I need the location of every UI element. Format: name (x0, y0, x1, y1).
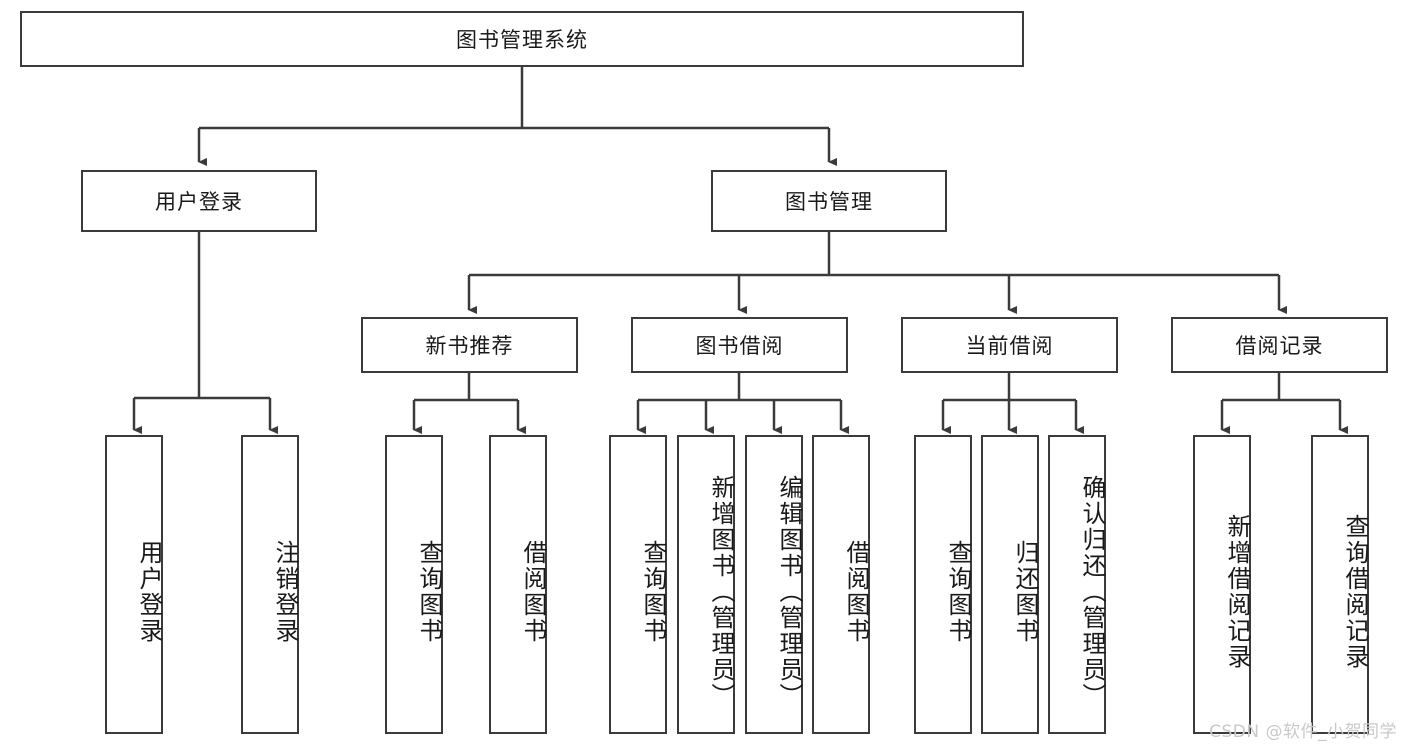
node-label: 图书借阅 (695, 334, 784, 358)
node-label: 当前借阅 (965, 334, 1054, 358)
node-leaf-borrow-book-1[interactable]: 借阅图书 (489, 435, 547, 734)
node-label: 借阅记录 (1235, 334, 1324, 358)
node-label: 查询图书 (415, 539, 443, 644)
node-current-borrow[interactable]: 当前借阅 (901, 317, 1118, 373)
node-leaf-query-book-2[interactable]: 查询图书 (609, 435, 667, 734)
node-leaf-query-borrow-record[interactable]: 查询借阅记录 (1311, 435, 1369, 734)
node-leaf-confirm-return[interactable]: 确认归还（管理员） (1048, 435, 1106, 734)
node-label: 新增借阅记录 (1223, 513, 1251, 670)
node-leaf-logout-login[interactable]: 注销登录 (241, 435, 299, 734)
node-label: 用户登录 (155, 190, 243, 214)
node-label: 新书推荐 (425, 334, 514, 358)
node-user-login[interactable]: 用户登录 (81, 170, 317, 232)
node-new-book-recommend[interactable]: 新书推荐 (361, 317, 578, 373)
node-label: 查询图书 (639, 539, 667, 644)
node-label: 查询借阅记录 (1341, 513, 1369, 670)
node-label: 注销登录 (271, 539, 299, 644)
node-label: 用户登录 (135, 539, 163, 644)
node-book-management[interactable]: 图书管理 (711, 170, 947, 232)
node-book-management-system[interactable]: 图书管理系统 (20, 11, 1024, 67)
node-leaf-add-borrow-record[interactable]: 新增借阅记录 (1193, 435, 1251, 734)
node-label: 借阅图书 (842, 539, 870, 644)
csdn-watermark: CSDN @软件_小贺同学 (1209, 722, 1397, 742)
node-label: 新增图书（管理员） (707, 474, 735, 709)
node-label: 确认归还（管理员） (1078, 474, 1106, 709)
node-label: 借阅图书 (519, 539, 547, 644)
node-book-borrow[interactable]: 图书借阅 (631, 317, 848, 373)
node-label: 归还图书 (1011, 539, 1039, 644)
node-label: 图书管理系统 (456, 28, 588, 52)
node-label: 查询图书 (944, 539, 972, 644)
node-leaf-return-book[interactable]: 归还图书 (981, 435, 1039, 734)
node-leaf-query-book-3[interactable]: 查询图书 (914, 435, 972, 734)
node-borrow-record[interactable]: 借阅记录 (1171, 317, 1388, 373)
node-leaf-edit-book[interactable]: 编辑图书（管理员） (745, 435, 803, 734)
node-leaf-add-book[interactable]: 新增图书（管理员） (677, 435, 735, 734)
node-label: 图书管理 (785, 190, 873, 214)
node-leaf-query-book-1[interactable]: 查询图书 (385, 435, 443, 734)
node-label: 编辑图书（管理员） (775, 474, 803, 709)
node-leaf-borrow-book-2[interactable]: 借阅图书 (812, 435, 870, 734)
node-leaf-user-login[interactable]: 用户登录 (105, 435, 163, 734)
